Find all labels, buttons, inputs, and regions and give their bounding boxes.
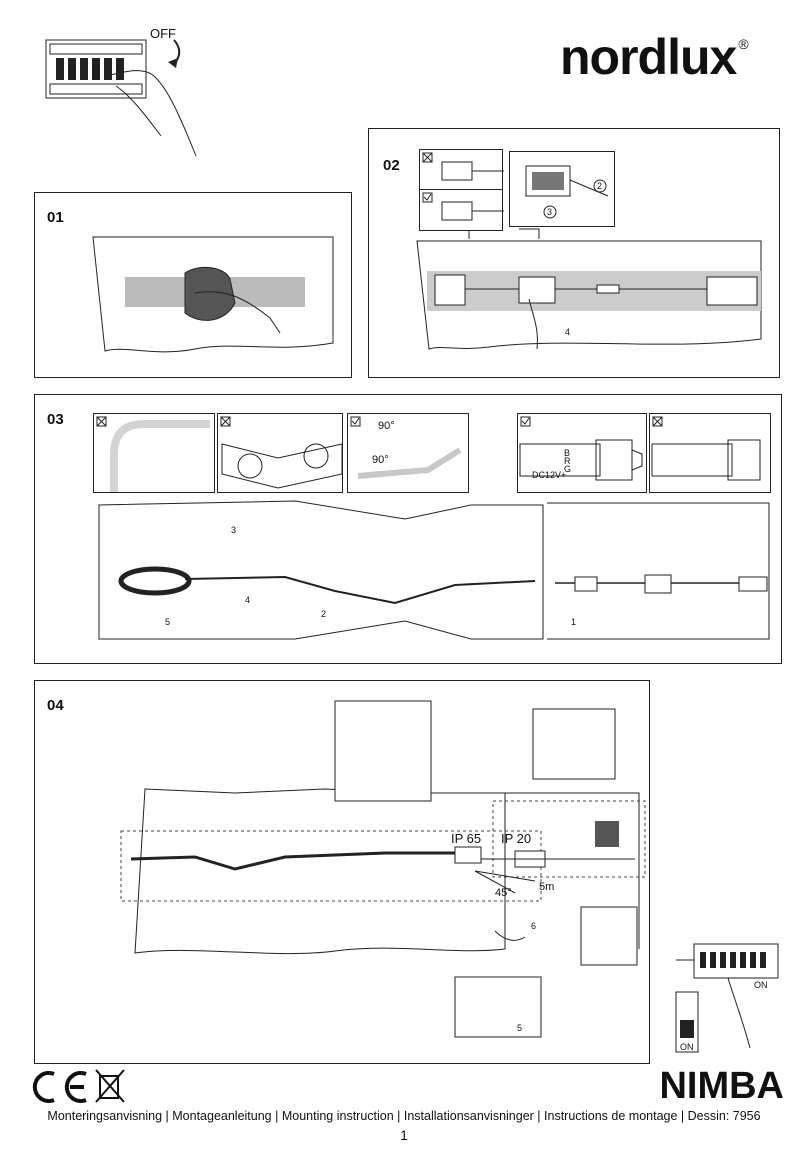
step-marker: 4 bbox=[565, 327, 571, 337]
breaker-on-illustration: ON ON bbox=[672, 938, 782, 1058]
incorrect-plug-inset bbox=[419, 149, 504, 191]
pin-g-label: G bbox=[564, 464, 572, 474]
step-04-panel: 04 IP 65 IP 20 45° 5m 6 5 bbox=[34, 680, 650, 1064]
correct-plug-inset bbox=[419, 189, 504, 231]
step-number: 02 bbox=[383, 157, 400, 174]
no-fold-inset bbox=[217, 413, 343, 493]
switch-on-label: ON bbox=[680, 1042, 694, 1052]
angle-45-label: 45° bbox=[495, 887, 512, 899]
pin-r-label: R bbox=[564, 456, 571, 466]
ip65-label: IP 65 bbox=[451, 831, 482, 846]
step-number: 01 bbox=[47, 209, 64, 226]
ip20-label: IP 20 bbox=[501, 831, 532, 846]
angle-90-inset: 90° 90° bbox=[347, 413, 469, 493]
pin-dc-label: DC12V+ bbox=[532, 470, 567, 480]
no-bend-inset bbox=[93, 413, 215, 493]
pin-b-label: B bbox=[564, 448, 571, 458]
step-03-panel: 03 90° 90° B R G DC12V+ 3 4 5 2 1 bbox=[34, 394, 782, 664]
compliance-marks bbox=[24, 1066, 134, 1106]
step-marker: 2 bbox=[597, 181, 603, 191]
product-name: NIMBA bbox=[659, 1065, 784, 1107]
distance-label: 5m bbox=[539, 881, 555, 893]
weee-bin-icon bbox=[95, 1069, 125, 1103]
brand-logo: nordlux® bbox=[560, 29, 749, 85]
step-marker: 2 bbox=[321, 609, 327, 619]
step-marker: 5 bbox=[165, 617, 171, 627]
step-marker: 4 bbox=[245, 595, 251, 605]
step-marker: 6 bbox=[531, 921, 537, 931]
correct-connector-inset: B R G DC12V+ bbox=[517, 413, 647, 493]
step-marker: 3 bbox=[231, 525, 237, 535]
breaker-on-label: ON bbox=[754, 980, 768, 990]
breaker-off-label: OFF bbox=[150, 26, 176, 41]
incorrect-connector-inset bbox=[649, 413, 771, 493]
step-marker: 1 bbox=[571, 617, 577, 627]
angle-label: 90° bbox=[372, 454, 389, 466]
step-number: 03 bbox=[47, 411, 64, 428]
breaker-off-illustration: OFF bbox=[36, 26, 236, 166]
step-01-panel: 01 bbox=[34, 192, 352, 378]
step-number: 04 bbox=[47, 697, 64, 714]
controller-inset: 2 3 bbox=[509, 151, 615, 227]
angle-label: 90° bbox=[378, 420, 395, 432]
step-02-panel: 02 2 3 4 bbox=[368, 128, 780, 378]
footer-text: Monteringsanvisning | Montageanleitung |… bbox=[47, 1109, 761, 1123]
step-marker: 3 bbox=[547, 207, 553, 217]
page-number: 1 bbox=[400, 1127, 408, 1143]
step-marker: 5 bbox=[517, 1023, 523, 1033]
